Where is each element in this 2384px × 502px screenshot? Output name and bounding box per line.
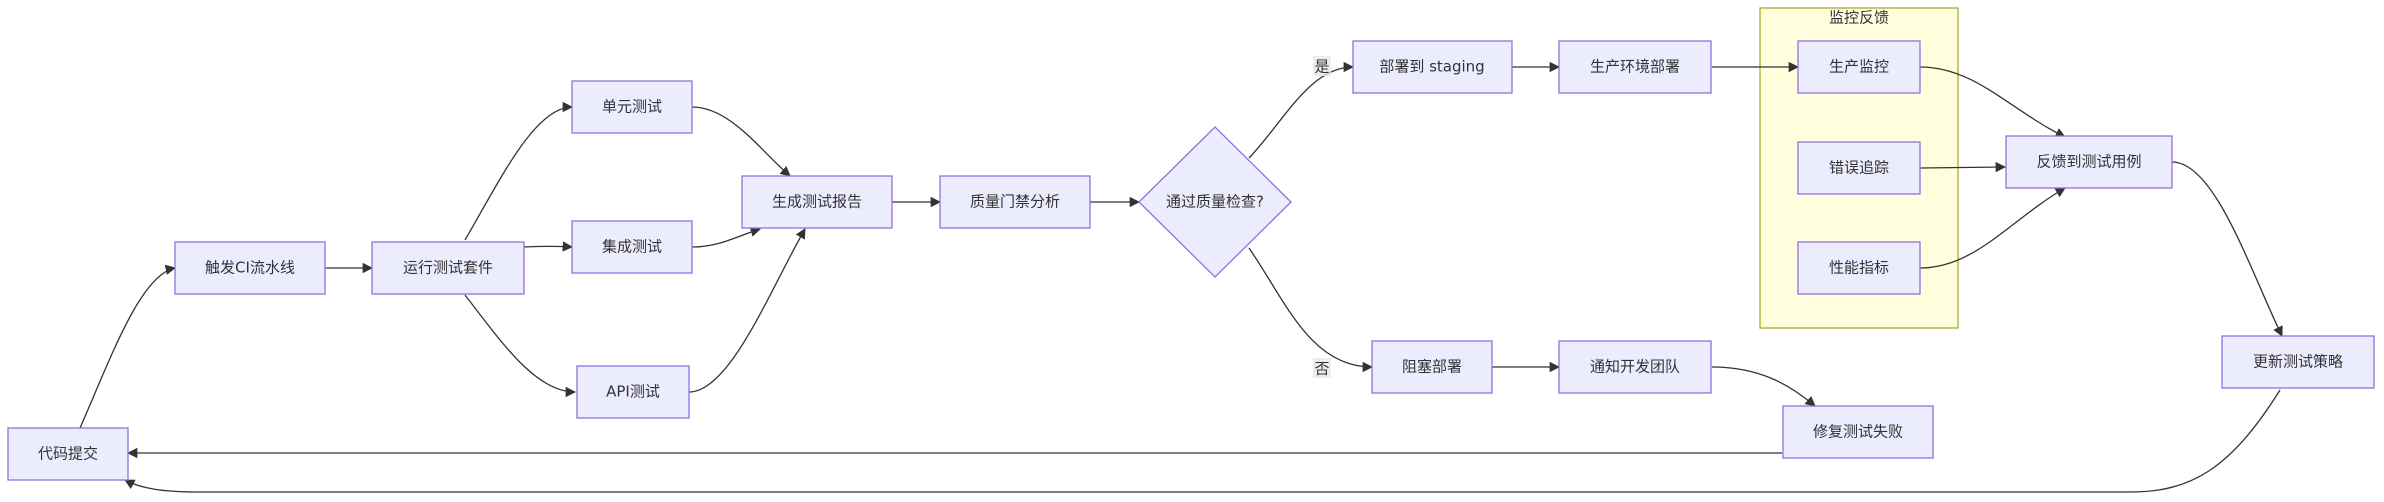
node-code-commit-label: 代码提交 [38,445,98,463]
edge-c-f [464,294,577,398]
node-trigger-ci-label: 触发CI流水线 [205,259,295,277]
node-trigger-ci[interactable]: 触发CI流水线 [174,241,326,295]
node-unit-test-label: 单元测试 [602,98,662,116]
node-notify-dev-team-label: 通知开发团队 [1590,358,1680,376]
node-generate-report-label: 生成测试报告 [772,193,862,211]
node-fix-test-failures-label: 修复测试失败 [1813,423,1903,441]
edge-label-yes-text: 是 [1314,58,1329,76]
node-error-tracking-label: 错误追踪 [1829,159,1889,177]
edge-label-no-text: 否 [1314,360,1329,378]
node-run-test-suite-label: 运行测试套件 [403,259,493,277]
edge-m-s [1711,366,1816,407]
node-block-deploy[interactable]: 阻塞部署 [1371,340,1493,394]
edge-label-no: 否 [1313,358,1331,378]
node-performance-metrics-label: 性能指标 [1829,259,1889,277]
node-deploy-staging-label: 部署到 staging [1379,58,1484,76]
node-integration-test[interactable]: 集成测试 [571,220,693,274]
edge-f-g [688,228,806,393]
edge-c-e [522,241,574,252]
node-error-tracking[interactable]: 错误追踪 [1797,141,1921,195]
cluster-title: 监控反馈 [1829,9,1889,27]
node-update-test-strategy[interactable]: 更新测试策略 [2221,335,2375,389]
edge-c-d [464,101,574,241]
node-quality-gate-analysis-label: 质量门禁分析 [970,193,1060,211]
edge-p-q [1919,187,2066,269]
node-integration-test-label: 集成测试 [602,238,662,256]
node-quality-gate-analysis[interactable]: 质量门禁分析 [939,175,1091,229]
node-update-test-strategy-label: 更新测试策略 [2253,353,2343,371]
node-performance-metrics[interactable]: 性能指标 [1797,241,1921,295]
node-production-monitoring-label: 生产监控 [1829,58,1889,76]
edge-n-q [1919,66,2066,138]
edge-d-g [691,106,791,177]
node-production-deploy[interactable]: 生产环境部署 [1558,40,1712,94]
node-quality-check-decision[interactable]: 通过质量检查? [1138,126,1292,278]
edge-label-yes: 是 [1313,56,1331,76]
edge-q-r [2171,161,2283,337]
edge-o-q [1919,161,2007,173]
node-feedback-test-cases[interactable]: 反馈到测试用例 [2005,135,2173,189]
node-api-test[interactable]: API测试 [576,365,690,419]
node-fix-test-failures[interactable]: 修复测试失败 [1782,405,1934,459]
node-block-deploy-label: 阻塞部署 [1402,358,1462,376]
node-deploy-staging[interactable]: 部署到 staging [1352,40,1513,94]
node-feedback-test-cases-label: 反馈到测试用例 [2036,153,2141,171]
edge-r-a [124,389,2281,493]
node-production-deploy-label: 生产环境部署 [1590,58,1680,76]
node-production-monitoring[interactable]: 生产监控 [1797,40,1921,94]
node-generate-report[interactable]: 生成测试报告 [741,175,893,229]
edges [79,61,2283,493]
edge-i-k [1248,247,1374,373]
node-api-test-label: API测试 [606,383,660,401]
edge-a-b [79,264,177,429]
node-run-test-suite[interactable]: 运行测试套件 [371,241,525,295]
node-quality-check-decision-label: 通过质量检查? [1166,193,1264,211]
edge-i-j [1248,61,1355,159]
node-code-commit[interactable]: 代码提交 [7,427,129,481]
edge-e-g [691,226,761,248]
node-notify-dev-team[interactable]: 通知开发团队 [1558,340,1712,394]
node-unit-test[interactable]: 单元测试 [571,80,693,134]
